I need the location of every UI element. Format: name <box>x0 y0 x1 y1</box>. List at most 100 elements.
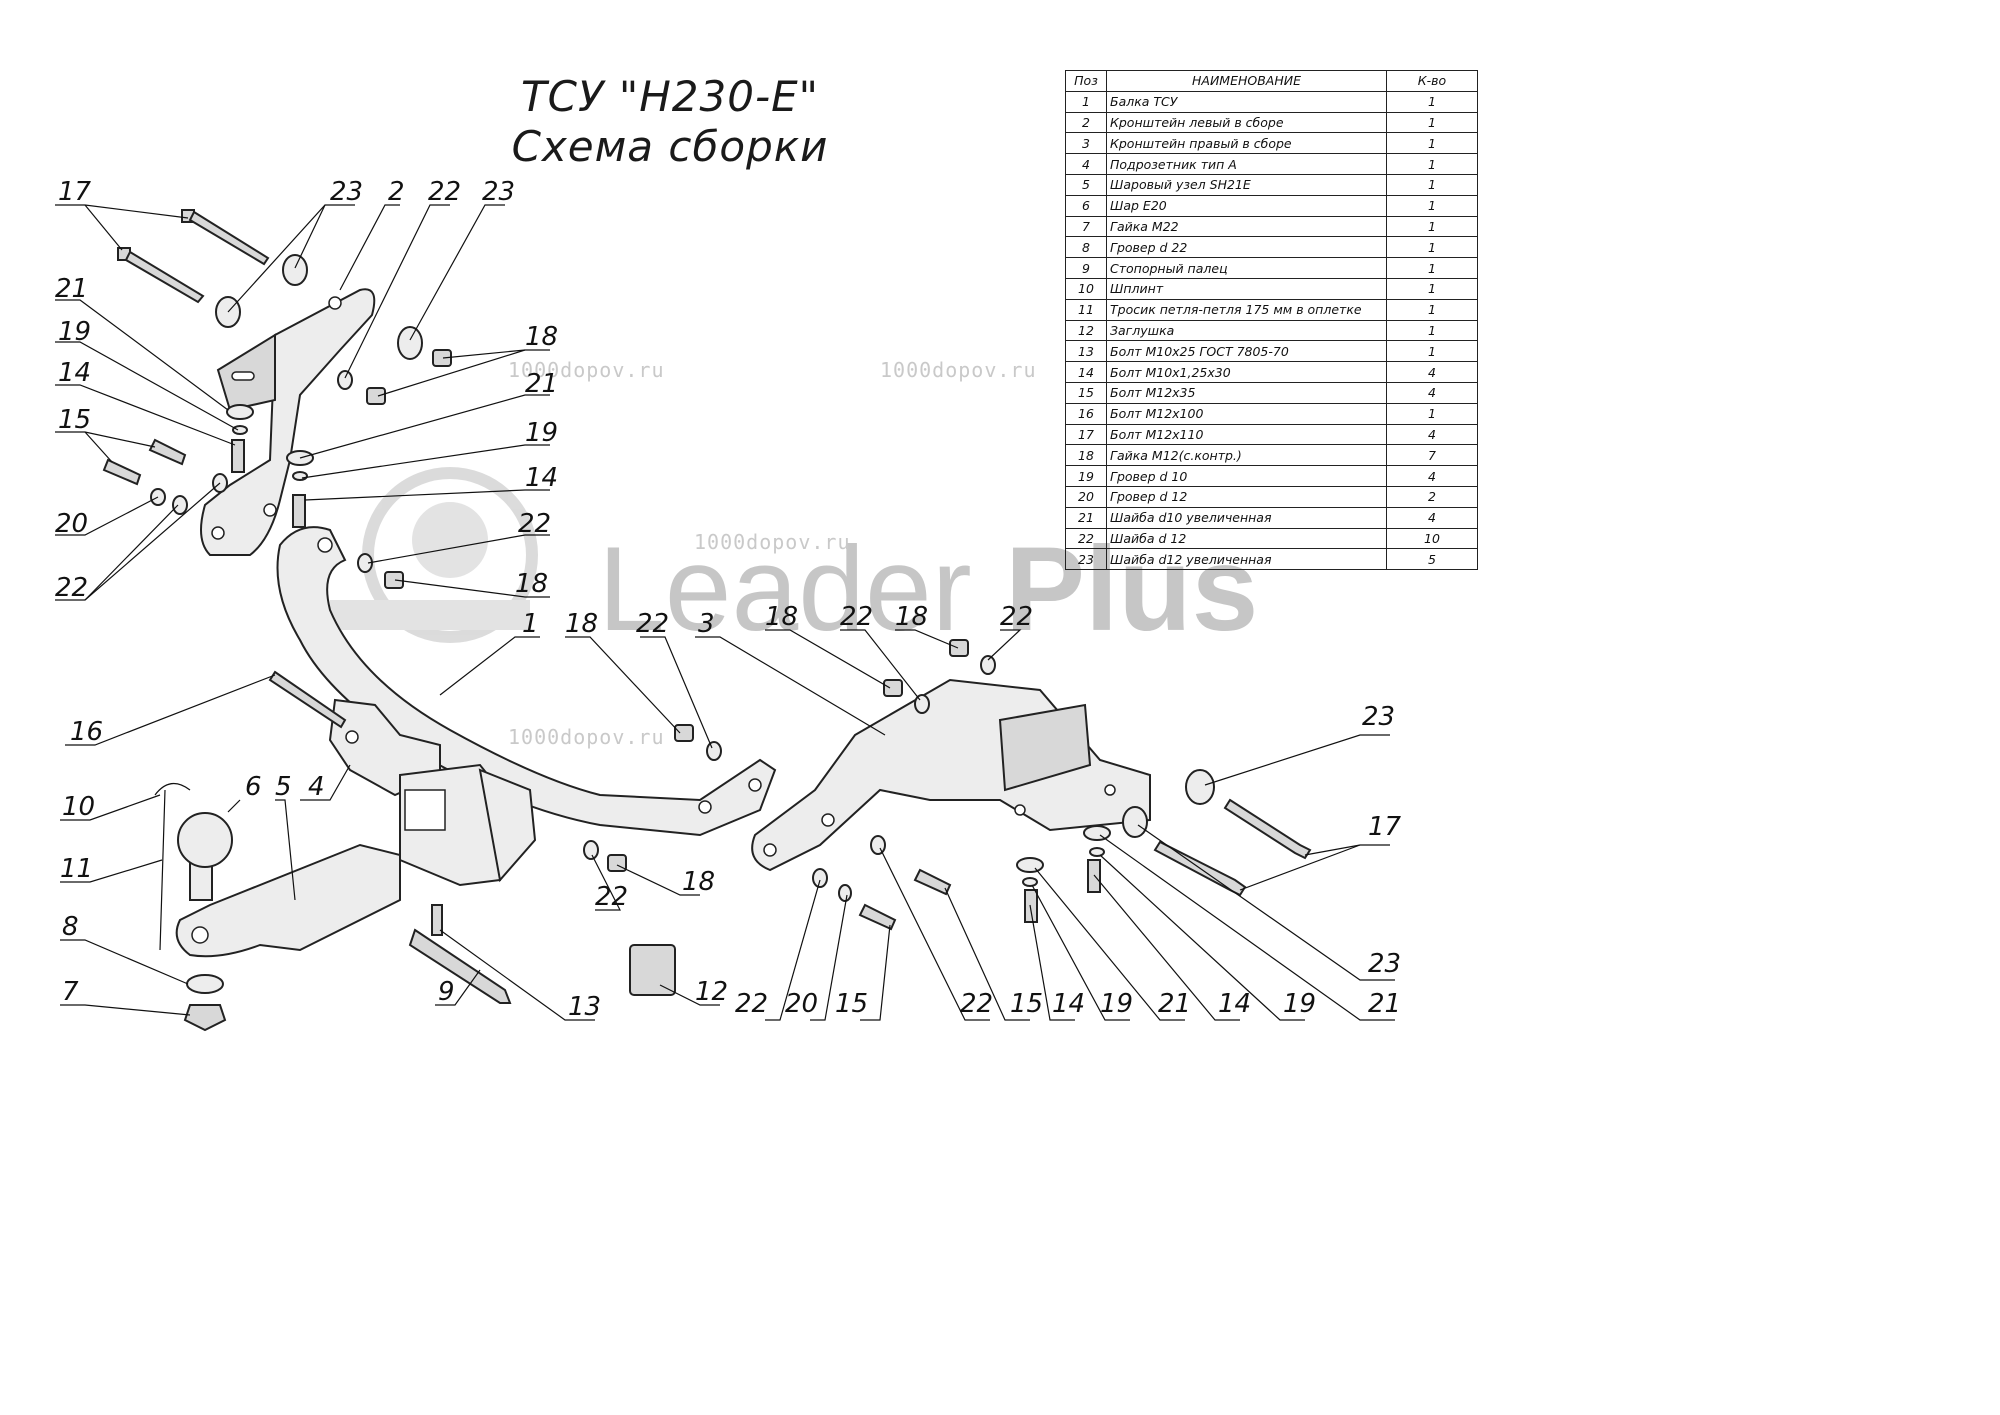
cell-qty: 1 <box>1386 319 1478 342</box>
bolt-m10x30 <box>1024 889 1038 923</box>
cell-name: Гровер d 22 <box>1106 236 1387 259</box>
cell-name: Гайка М22 <box>1106 215 1387 238</box>
cell-qty: 1 <box>1386 257 1478 279</box>
callout: 23 <box>1368 949 1401 979</box>
site-watermark: 1000dopov.ru <box>508 725 665 749</box>
brand-watermark-light: Leader <box>598 522 1005 656</box>
header-pos: Поз <box>1065 70 1107 92</box>
callout: 19 <box>1283 989 1316 1019</box>
cell-name: Стопорный палец <box>1106 257 1387 279</box>
cell-qty: 1 <box>1386 111 1478 134</box>
cell-qty: 1 <box>1386 298 1478 321</box>
cell-pos: 9 <box>1065 257 1107 279</box>
callout: 22 <box>735 989 768 1019</box>
bolt-m12x35 <box>148 438 187 466</box>
cell-pos: 8 <box>1065 236 1107 259</box>
callout: 1 <box>522 609 539 639</box>
callout: 18 <box>895 602 928 632</box>
locking-pin <box>408 928 512 1004</box>
cell-name: Гайка М12(с.контр.) <box>1106 444 1387 467</box>
drawing-title-line2: Схема сборки <box>511 122 829 171</box>
cell-name: Заглушка <box>1106 319 1387 342</box>
callout: 14 <box>525 463 558 493</box>
bolts-m12x110-left <box>117 209 270 304</box>
bolt-m10x30 <box>292 494 306 528</box>
cell-pos: 21 <box>1065 506 1107 529</box>
cell-name: Болт М12х100 <box>1106 402 1387 425</box>
callout: 21 <box>1158 989 1191 1019</box>
cell-qty: 7 <box>1386 444 1478 467</box>
cell-pos: 7 <box>1065 215 1107 238</box>
cell-qty: 1 <box>1386 153 1478 175</box>
cell-pos: 3 <box>1065 132 1107 155</box>
cell-pos: 5 <box>1065 173 1107 196</box>
cell-name: Балка ТСУ <box>1106 90 1387 113</box>
cell-pos: 20 <box>1065 485 1107 508</box>
cell-qty: 10 <box>1386 527 1478 550</box>
cell-name: Болт М10х25 ГОСТ 7805-70 <box>1106 340 1387 363</box>
callout: 17 <box>58 177 92 207</box>
callout: 22 <box>1000 602 1033 632</box>
bolt-m12x35 <box>858 903 897 931</box>
callout: 12 <box>695 977 728 1007</box>
cell-qty: 4 <box>1386 465 1478 487</box>
callout: 15 <box>58 405 91 435</box>
cell-name: Гровер d 12 <box>1106 485 1387 508</box>
drawing-title-line1: ТСУ "H230-E" <box>520 72 819 121</box>
cell-name: Шар E20 <box>1106 194 1387 217</box>
callout: 21 <box>1368 989 1401 1019</box>
cell-qty: 1 <box>1386 277 1478 300</box>
cell-pos: 23 <box>1065 548 1107 571</box>
callout: 10 <box>62 792 95 822</box>
callout: 16 <box>70 717 103 747</box>
cell-name: Подрозетник тип А <box>1106 153 1387 175</box>
cell-pos: 4 <box>1065 153 1107 175</box>
cell-name: Болт М12х110 <box>1106 423 1387 446</box>
cell-pos: 18 <box>1065 444 1107 467</box>
callout: 15 <box>1010 989 1043 1019</box>
cell-qty: 1 <box>1386 132 1478 155</box>
cell-qty: 1 <box>1386 194 1478 217</box>
cell-qty: 4 <box>1386 423 1478 446</box>
receiver-box <box>399 763 537 887</box>
cell-pos: 11 <box>1065 298 1107 321</box>
cell-pos: 10 <box>1065 277 1107 300</box>
bolts-m12x110-right <box>1153 798 1312 897</box>
callout: 13 <box>568 992 601 1022</box>
tow-ball <box>177 812 233 901</box>
plug-cap <box>629 944 676 996</box>
cell-qty: 1 <box>1386 340 1478 363</box>
cell-name: Кронштейн правый в сборе <box>1106 132 1387 155</box>
callout: 5 <box>275 772 292 802</box>
bolt-m12x35 <box>102 458 142 486</box>
callout: 18 <box>525 322 558 352</box>
callout: 9 <box>438 977 455 1007</box>
cell-qty: 1 <box>1386 90 1478 113</box>
cell-name: Шайба d 12 <box>1106 527 1387 550</box>
cell-name: Гровер d 10 <box>1106 465 1387 487</box>
cell-qty: 4 <box>1386 506 1478 529</box>
cell-name: Кронштейн левый в сборе <box>1106 111 1387 134</box>
callout: 3 <box>698 609 715 639</box>
leader-lines <box>55 204 1395 1021</box>
callout: 22 <box>595 882 628 912</box>
callout: 18 <box>565 609 598 639</box>
cell-name: Болт М12х35 <box>1106 381 1387 404</box>
cell-qty: 5 <box>1386 548 1478 571</box>
callout: 22 <box>428 177 461 207</box>
callout: 23 <box>1362 702 1395 732</box>
callout: 2 <box>388 177 405 207</box>
cell-pos: 17 <box>1065 423 1107 446</box>
